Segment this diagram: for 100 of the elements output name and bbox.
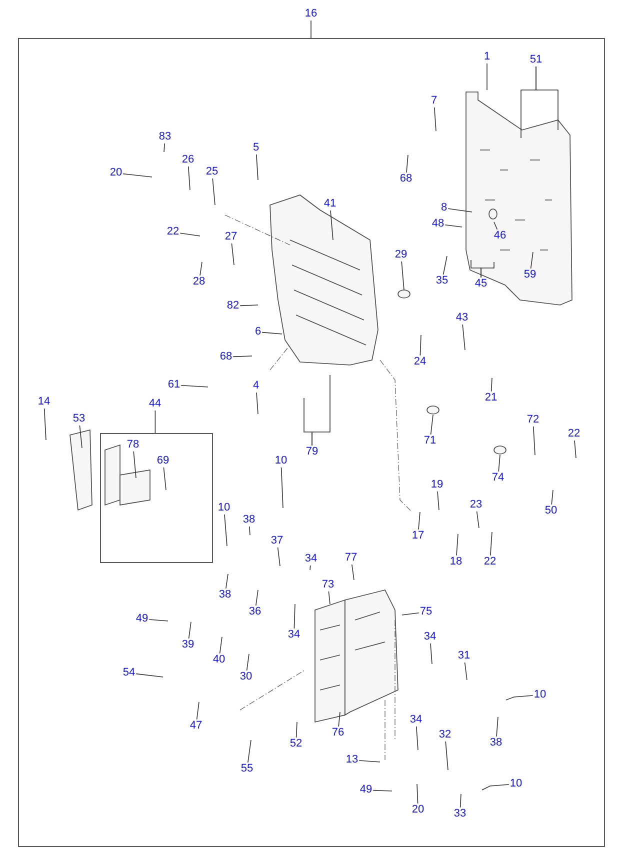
callout-number: 31 (458, 650, 470, 662)
callout-number: 47 (190, 720, 202, 732)
leader-line (456, 534, 458, 556)
leader-line (551, 490, 554, 505)
leader-line (330, 210, 334, 240)
leader-line (246, 654, 250, 671)
callout-number: 34 (424, 632, 436, 642)
leader-line (280, 467, 284, 508)
leader-line (402, 612, 420, 616)
callout-number: 5 (252, 142, 260, 154)
leader-line (212, 178, 216, 206)
callout-number: 34 (304, 554, 318, 564)
leader-line (262, 332, 282, 334)
leader-line (445, 741, 448, 770)
callout-number: 44 (148, 398, 162, 410)
leader-line (231, 243, 234, 266)
callout-number: 10 (534, 690, 546, 700)
callout-number: 22 (484, 556, 496, 568)
inset-box (100, 433, 213, 563)
leader-line (530, 252, 534, 269)
leader-line (240, 304, 258, 306)
callout-number: 19 (430, 480, 444, 490)
leader-line (256, 154, 258, 180)
leader-line (352, 564, 354, 580)
leader-line (338, 712, 340, 727)
leader-line (464, 662, 468, 680)
callout-number: 35 (436, 276, 448, 286)
leader-line (462, 324, 466, 350)
callout-number: 82 (226, 300, 240, 312)
callout-number: 83 (158, 132, 172, 142)
callout-number: 32 (438, 730, 452, 740)
callout-number: 46 (494, 230, 506, 242)
callout-number: 13 (346, 754, 358, 766)
callout-number: 33 (454, 808, 466, 820)
leader-line (219, 636, 222, 654)
leader-line (256, 590, 258, 606)
callout-number: 38 (242, 514, 256, 526)
callout-number: 59 (524, 270, 536, 280)
leader-line (498, 454, 500, 472)
callout-number: 17 (412, 530, 424, 542)
callout-number: 49 (360, 784, 372, 796)
callout-number: 24 (414, 356, 426, 368)
callout-number: 10 (510, 778, 522, 790)
leader-line (196, 702, 200, 720)
leader-line (476, 511, 480, 528)
callout-number: 4 (252, 380, 260, 392)
callout-number: 79 (306, 446, 318, 458)
callout-number: 51 (530, 54, 542, 66)
leader-line (180, 232, 200, 236)
callout-number: 40 (212, 654, 226, 666)
leader-line (536, 66, 558, 130)
leader-line (163, 467, 166, 490)
callout-number: 34 (288, 630, 300, 640)
callout-number: 22 (166, 226, 180, 238)
callout-number: 36 (248, 606, 262, 618)
callout-number: 71 (424, 436, 436, 446)
leader-line (148, 619, 168, 622)
callout-number: 29 (394, 250, 408, 260)
leader-line (133, 451, 136, 478)
leader-line (312, 374, 330, 446)
callout-number: 45 (474, 278, 488, 290)
callout-number: 18 (450, 556, 462, 568)
leader-line (406, 154, 408, 173)
leader-line (490, 378, 492, 392)
callout-number: 38 (218, 590, 232, 600)
leader-line (248, 740, 252, 763)
leader-line (188, 622, 192, 639)
callout-number: 55 (240, 764, 254, 774)
leader-line (416, 726, 418, 750)
leader-line (506, 695, 534, 700)
callout-number: 39 (182, 640, 194, 650)
leader-line (401, 261, 404, 290)
callout-number: 68 (400, 174, 412, 184)
callout-number: 22 (568, 428, 580, 440)
callout-number: 8 (440, 202, 448, 214)
callout-number: 43 (456, 312, 468, 324)
leader-line (437, 491, 440, 510)
leader-line (154, 410, 156, 434)
callout-number: 75 (420, 606, 432, 618)
leader-line (444, 224, 462, 228)
callout-number: 16 (304, 8, 318, 20)
callout-number: 1 (484, 52, 490, 62)
leader-line (249, 526, 250, 536)
callout-number: 21 (484, 392, 498, 404)
callout-number: 41 (324, 198, 336, 210)
callout-number: 74 (492, 472, 504, 484)
leader-line (533, 426, 536, 456)
leader-line (420, 334, 422, 356)
leader-line (226, 574, 228, 589)
callout-number: 48 (432, 218, 444, 230)
leader-line (496, 716, 498, 737)
callout-number: 20 (412, 804, 424, 816)
leader-line (448, 208, 472, 212)
callout-number: 20 (110, 168, 122, 178)
leader-line (416, 784, 418, 804)
leader-line (486, 63, 488, 90)
callout-number: 38 (490, 738, 502, 748)
callout-number: 7 (430, 96, 438, 106)
callout-number: 69 (156, 456, 170, 466)
leader-line (294, 604, 296, 629)
